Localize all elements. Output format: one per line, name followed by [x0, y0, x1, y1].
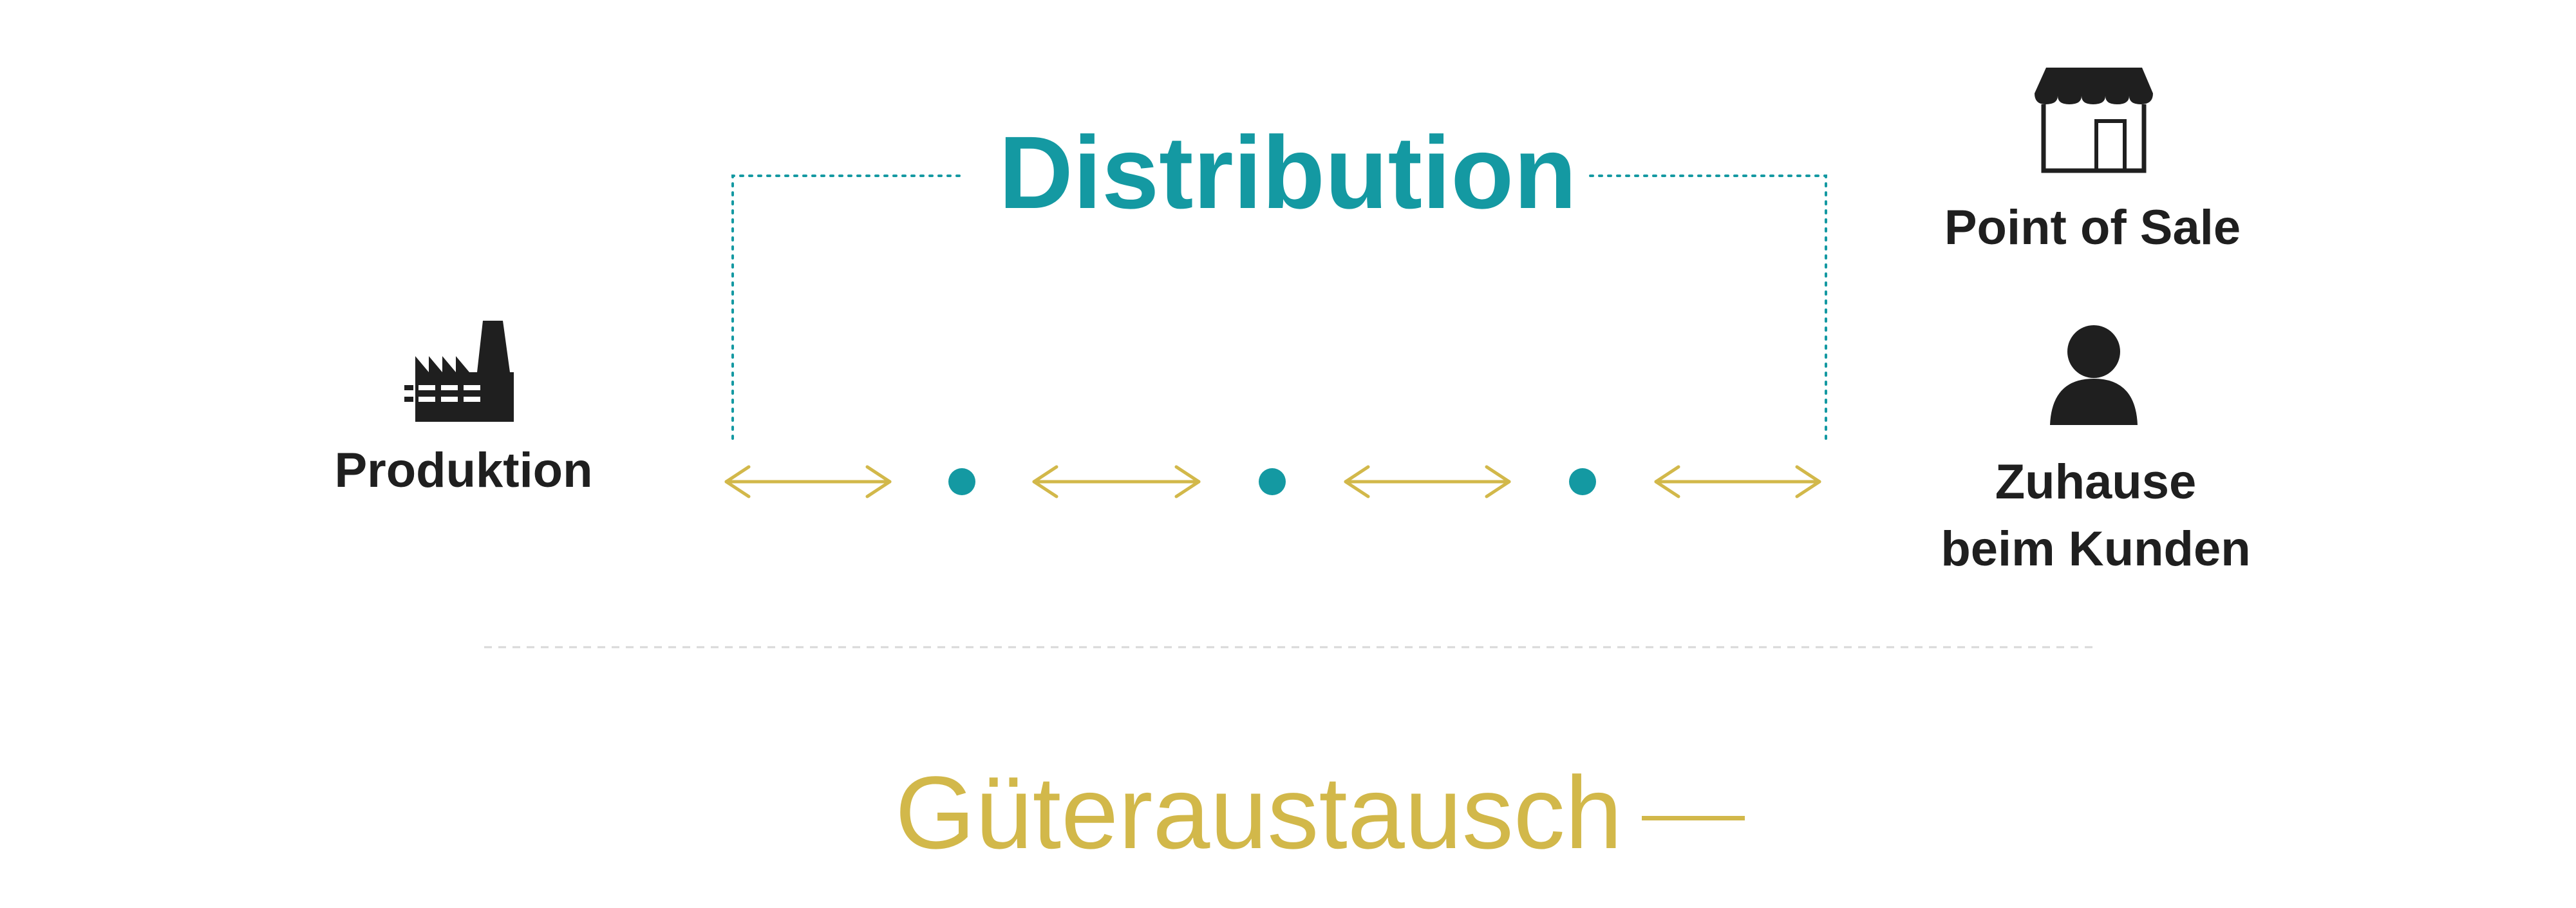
person-icon	[2050, 325, 2138, 425]
stage-node	[1569, 468, 1596, 495]
flow-arrow	[1654, 465, 1821, 498]
goods-exchange-caption: Güteraustausch	[708, 761, 1932, 864]
flow-arrow	[724, 465, 892, 498]
home-customer-label: Zuhause beim Kunden	[1899, 449, 2292, 583]
point-of-sale-label: Point of Sale	[1944, 200, 2241, 255]
storefront-icon	[2035, 68, 2153, 173]
flow-arrow	[1344, 465, 1511, 498]
production-label: Produktion	[334, 443, 593, 498]
bracket-right	[1589, 175, 1827, 446]
stage-node	[1259, 468, 1286, 495]
diagram-title: Distribution	[999, 115, 1577, 230]
stage-node	[948, 468, 975, 495]
flow-arrow	[1032, 465, 1201, 498]
stage-nodes	[948, 468, 1596, 495]
home-label-line-2: beim Kunden	[1941, 522, 2251, 576]
goods-exchange-label: Güteraustausch	[895, 755, 1622, 870]
factory-icon	[404, 321, 514, 422]
home-label-line-1: Zuhause	[1995, 455, 2197, 509]
caption-dash	[1641, 816, 1745, 821]
flow-arrows	[724, 465, 1821, 498]
bracket-left	[731, 175, 961, 446]
distribution-bracket	[731, 175, 1827, 446]
